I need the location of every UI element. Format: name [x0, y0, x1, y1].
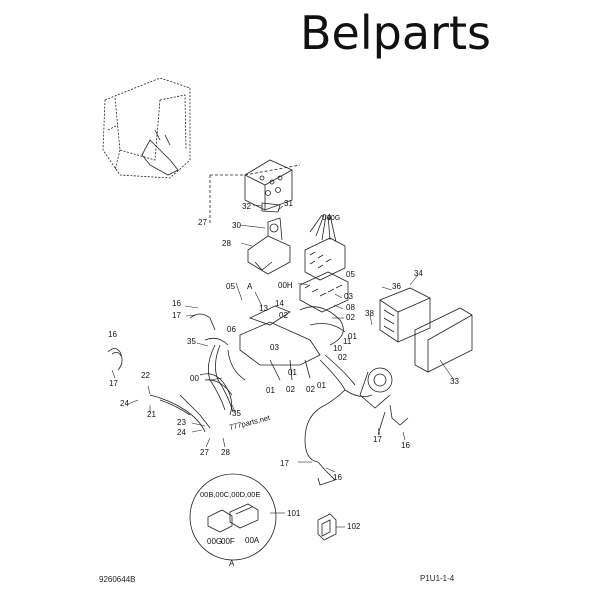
controller-unit	[379, 287, 431, 343]
callout-30: 27	[198, 218, 207, 227]
callout-01a: 01	[348, 332, 357, 341]
callout-04: 04	[322, 213, 331, 222]
callout-02a: 02	[346, 313, 355, 322]
fuse-box	[299, 271, 349, 313]
control-console	[244, 159, 293, 213]
callout-17c: 17	[280, 459, 289, 468]
cab-illustration	[102, 77, 191, 179]
callout-21: 23	[177, 418, 186, 427]
callout-02c: 02	[338, 353, 347, 362]
cab-harness-detail	[141, 129, 179, 176]
callout-16d: 16	[401, 441, 410, 450]
leader-lines	[111, 204, 455, 528]
callout-02b: 02	[279, 311, 288, 320]
callout-06: 06	[227, 325, 236, 334]
callout-05b: 05	[226, 282, 235, 291]
callout-00G: 00G	[207, 537, 222, 546]
callout-38: 38	[365, 309, 374, 318]
callout-16a: 16	[172, 299, 181, 308]
callout-02d: 02	[286, 385, 295, 394]
callout-36: 36	[392, 282, 401, 291]
callout-02e: 02	[306, 385, 315, 394]
callout-13: 13	[259, 304, 268, 313]
callout-24: 27	[200, 448, 209, 457]
callout-03b: 03	[270, 343, 279, 352]
callout-14: 14	[275, 299, 284, 308]
inset-label: A	[229, 559, 235, 568]
callout-19: 21	[147, 410, 156, 419]
inset-header: 00B,00C,00D,00E	[200, 490, 260, 499]
callout-00H: 00H	[278, 281, 293, 290]
callout: 00G	[327, 215, 340, 222]
callout-35a: 35	[187, 337, 196, 346]
clip-part	[317, 513, 337, 541]
callout-20: 22	[141, 371, 150, 380]
callout-17d: 17	[373, 435, 382, 444]
mounting-plate	[414, 307, 473, 373]
callout-00: 00	[190, 374, 199, 383]
callout-01d: 01	[317, 381, 326, 390]
callout-00A: 00A	[245, 536, 260, 545]
detail-inset-circle	[189, 473, 277, 561]
callout-17a: 17	[172, 311, 181, 320]
callout-32: 30	[232, 221, 241, 230]
callout-101: 101	[287, 509, 301, 518]
callout-102: 102	[347, 522, 361, 531]
callout-34: 32	[242, 202, 251, 211]
callout-33: 31	[284, 199, 293, 208]
callout-35b: 35	[232, 409, 241, 418]
page-code: P1U1-1-4	[420, 574, 455, 583]
callout-27: 33	[450, 377, 459, 386]
switch-bracket	[247, 217, 291, 275]
relay-cluster	[304, 214, 346, 281]
callout-03a: 03	[344, 292, 353, 301]
callout-11: 11	[343, 337, 352, 346]
brand-title: Belparts	[300, 6, 491, 60]
callout-00F: 00F	[221, 537, 235, 546]
callout-01b: 01	[288, 368, 297, 377]
callout-17b: 17	[109, 379, 118, 388]
callout-23: 28	[221, 448, 230, 457]
callout-16b: 16	[108, 330, 117, 339]
callout-05a: 05	[346, 270, 355, 279]
callout-08: 08	[346, 303, 355, 312]
callout-labels: 00G 00G 32 31 27 30 28 04 05 00H 05 A 03…	[108, 199, 459, 568]
callout-31: 28	[222, 239, 231, 248]
callout-A: A	[247, 282, 253, 291]
blower-motor	[359, 367, 393, 409]
callout-10: 10	[333, 344, 342, 353]
callout-01c: 01	[266, 386, 275, 395]
callout-22a: 24	[120, 399, 129, 408]
callout-28: 34	[414, 269, 423, 278]
diagram-number: 9260644B	[99, 575, 136, 584]
callout-22b: 24	[177, 428, 186, 437]
harness-wires	[107, 313, 409, 486]
callout-16c: 16	[333, 473, 342, 482]
